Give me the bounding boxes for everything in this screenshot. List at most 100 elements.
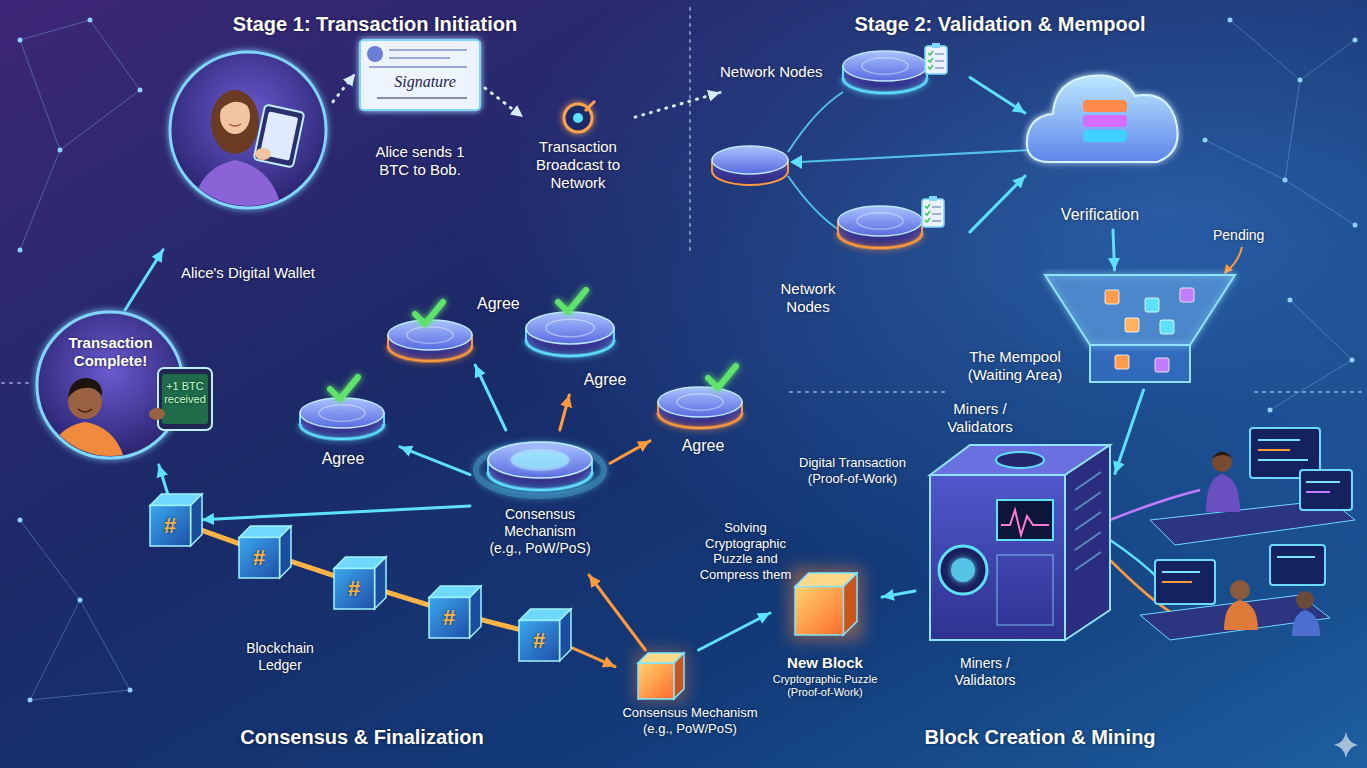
cube-side xyxy=(191,494,202,546)
node-label: Alice sends 1 BTC to Bob. xyxy=(365,143,475,179)
text-slot: Consensus Mechanism (e.g., PoW/PoS) xyxy=(488,506,592,557)
disc-top xyxy=(300,398,384,428)
mining-workstation xyxy=(1162,581,1192,583)
section-divider xyxy=(2,382,28,384)
network-mesh xyxy=(20,20,1355,700)
mesh-dot xyxy=(78,598,83,603)
text-slot: Transaction Broadcast to Network xyxy=(523,138,633,192)
text-slot: Agree xyxy=(676,436,730,455)
pending-leader xyxy=(1224,264,1233,274)
newblock-outline xyxy=(770,565,880,725)
alice-node: Alice's Digital Wallet xyxy=(163,50,333,285)
machine-node: Miners / Validators xyxy=(915,400,1115,645)
bob-outline xyxy=(35,310,235,465)
node-label: Agree xyxy=(584,370,627,389)
hash-symbol: # xyxy=(348,569,360,609)
relay-node xyxy=(712,146,788,185)
annotation: Blockchain Ledger xyxy=(235,640,325,674)
shirt xyxy=(45,422,127,470)
newblock-node: New BlockCryptographic Puzzle (Proof-of-… xyxy=(770,565,882,725)
mining-workstation xyxy=(1258,449,1290,451)
clipboard-clip xyxy=(929,196,937,201)
mining-workstation xyxy=(1140,428,1355,640)
disc-top xyxy=(388,320,472,350)
connector xyxy=(1115,390,1144,474)
mempool-box xyxy=(1090,345,1190,382)
network-mesh xyxy=(30,690,130,700)
cube-front xyxy=(429,597,470,638)
mesh-dot xyxy=(18,18,1358,703)
stage-title: Stage 2: Validation & Mempool xyxy=(854,12,1145,36)
network-mesh xyxy=(20,150,60,250)
mining-workstation xyxy=(1306,481,1340,483)
cloud-shape xyxy=(1027,75,1178,162)
machine-panel xyxy=(997,555,1053,625)
text-slot: # xyxy=(150,506,190,548)
funnel-node: The Mempool (Waiting Area) xyxy=(955,270,1245,390)
text-slot: Signature xyxy=(375,72,475,91)
connector xyxy=(386,592,429,605)
hash-symbol: # xyxy=(253,538,265,578)
disc-ring xyxy=(857,213,903,230)
machine-outline xyxy=(915,400,1115,645)
hash-symbol: # xyxy=(533,621,545,661)
node-label: Transaction Broadcast to Network xyxy=(523,138,633,192)
tablet-screen xyxy=(162,374,208,424)
mesh-dot xyxy=(1353,38,1358,43)
connector xyxy=(125,250,163,310)
center-node: Consensus Mechanism (e.g., PoW/PoS) xyxy=(470,430,610,575)
mining-workstation xyxy=(1212,452,1232,459)
pending-transaction xyxy=(1155,358,1169,372)
disc-shape xyxy=(300,377,384,439)
alice-outline xyxy=(163,50,333,285)
hash-node: # xyxy=(239,526,291,580)
text-slot: Network Nodes xyxy=(720,62,845,81)
stage-title: Block Creation & Mining xyxy=(924,725,1155,749)
connector xyxy=(560,395,570,430)
mining-workstation xyxy=(1296,591,1314,609)
section-divider xyxy=(790,391,945,393)
mesh-dot xyxy=(128,688,133,693)
machine-front xyxy=(930,475,1065,640)
network-mesh xyxy=(1290,300,1352,360)
disc-top xyxy=(488,442,592,478)
mesh-dot xyxy=(1353,223,1358,228)
text-slot: Network Nodes xyxy=(768,280,848,316)
label-slot: Miners / Validators xyxy=(940,655,1030,689)
disc-shape xyxy=(838,196,944,248)
clipboard-icon xyxy=(922,199,944,227)
node-label: Verification xyxy=(1061,205,1139,224)
disc-node: Agree xyxy=(290,375,400,475)
node-label: Network Nodes xyxy=(720,63,823,81)
disc-ring xyxy=(677,394,723,411)
stage-title: Stage 1: Transaction Initiation xyxy=(233,12,518,36)
disc-ring xyxy=(407,327,453,344)
disc-shape xyxy=(843,43,947,93)
text-line xyxy=(389,49,467,51)
disc-top xyxy=(658,387,742,417)
text-slot: # xyxy=(519,621,559,663)
disc-node: Agree xyxy=(385,290,530,365)
hash-shape xyxy=(239,526,291,578)
pending-transaction xyxy=(1115,355,1129,369)
label-slot: Consensus & Finalization xyxy=(212,725,512,749)
machine-shape xyxy=(930,445,1110,640)
disc-ring xyxy=(862,58,908,75)
disc-top xyxy=(526,312,614,344)
mesh-dot xyxy=(18,518,23,523)
connector xyxy=(202,506,470,520)
clipboard-tick xyxy=(928,65,933,69)
disc-top xyxy=(838,206,922,236)
node-label: Cryptographic Puzzle (Proof-of-Work) xyxy=(770,673,880,699)
block-glow xyxy=(635,650,687,702)
callout-label: Pending xyxy=(1213,227,1264,244)
watermark-sparkle xyxy=(1334,732,1358,758)
signature-line xyxy=(377,98,467,99)
hash-node: # xyxy=(429,586,481,640)
funnel-shape xyxy=(1045,275,1235,382)
text-slot: Agree xyxy=(578,370,632,389)
text-slot: +1 BTC received xyxy=(161,380,209,407)
clipboard-tick xyxy=(925,211,930,215)
connector xyxy=(475,365,506,430)
